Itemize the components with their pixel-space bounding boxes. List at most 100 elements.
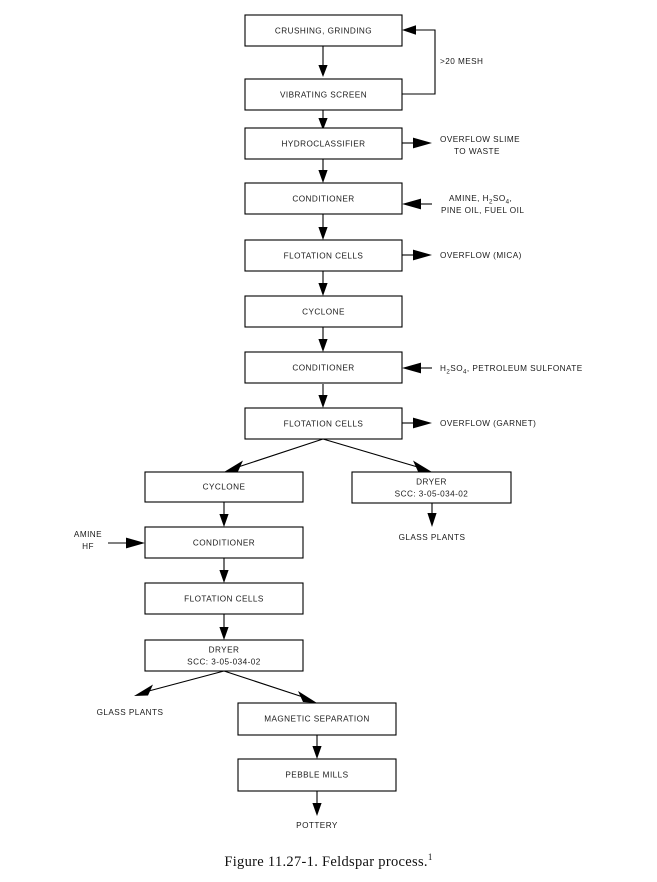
- annotation-amine-label: AMINE: [74, 530, 102, 539]
- arrowhead-pebble-to-pottery: [312, 803, 322, 816]
- arrowhead-amine-hf-to-conditioner3: [126, 537, 145, 549]
- reagents1-line2: PINE OIL, FUEL OIL: [441, 206, 524, 215]
- reagents1-post: ,: [510, 194, 513, 203]
- node-dryer-right-scc: SCC: 3-05-034-02: [395, 490, 469, 499]
- figure-caption-footnote: 1: [427, 852, 433, 862]
- figure-caption-text: Figure 11.27-1. Feldspar process.: [224, 853, 428, 870]
- node-cyclone-2[interactable]: CYCLONE: [144, 471, 304, 503]
- reagents2-mid: SO: [450, 364, 463, 373]
- svg-text:H2SO4, PETROLEUM SULFONATE: H2SO4, PETROLEUM SULFONATE: [440, 364, 583, 375]
- reagents2-post: , PETROLEUM SULFONATE: [467, 364, 583, 373]
- arrowhead-dryer-right-glass-plants: [427, 513, 437, 527]
- node-dryer-bottom[interactable]: DRYER SCC: 3-05-034-02: [144, 639, 304, 672]
- node-crushing-grinding-rect: [244, 14, 403, 47]
- arrowhead-flotation2-to-dryer-right: [413, 460, 432, 472]
- node-hydroclassifier-rect: [244, 127, 403, 160]
- annotation-overflow-mica-label: OVERFLOW (MICA): [440, 251, 522, 260]
- arrowhead-conditioner2-to-flotation2: [318, 395, 328, 408]
- edge-vibrating-feedback-to-crushing: [402, 29, 436, 95]
- node-vibrating-screen[interactable]: VIBRATING SCREEN: [244, 78, 403, 111]
- reagents2-sub1: 2: [446, 368, 450, 375]
- arrowhead-feedback-to-crushing: [402, 25, 416, 35]
- arrowhead-hydro-to-conditioner1: [318, 170, 328, 183]
- reagents2-pre: H: [440, 364, 446, 373]
- node-flotation-cells-3-label: FLOTATION CELLS: [184, 595, 264, 604]
- edge-flotation2-to-cyclone2: [234, 438, 324, 469]
- node-pebble-mills-label: PEBBLE MILLS: [285, 771, 348, 780]
- arrowhead-flotation1-to-cyclone1: [318, 283, 328, 296]
- reagents1-sub2: 4: [506, 198, 510, 205]
- arrowhead-magnetic-to-pebble: [312, 746, 322, 759]
- arrowhead-flotation2-to-cyclone2: [224, 460, 243, 472]
- node-cyclone-2-label: CYCLONE: [203, 483, 246, 492]
- figure-caption: Figure 11.27-1. Feldspar process.1: [0, 852, 657, 871]
- arrowhead-reagents2-to-conditioner2: [402, 362, 421, 374]
- annotation-overflow-slime-line1: OVERFLOW SLIME: [440, 135, 520, 144]
- node-pebble-mills-rect: [237, 758, 397, 792]
- arrowhead-conditioner3-to-flotation3: [219, 570, 229, 583]
- node-vibrating-screen-label: VIBRATING SCREEN: [280, 91, 367, 100]
- arrowhead-cyclone1-to-conditioner2: [318, 339, 328, 352]
- annotation-pottery-label: POTTERY: [296, 821, 338, 830]
- edge-dryer-bottom-to-glass-plants: [144, 670, 225, 693]
- node-flotation-cells-1-rect: [244, 239, 403, 272]
- arrowhead-flotation1-overflow-mica: [413, 249, 432, 261]
- reagents2-sub2: 4: [463, 368, 467, 375]
- arrowhead-flotation3-to-dryer-bottom: [219, 627, 229, 640]
- node-magnetic-separation-label: MAGNETIC SEPARATION: [264, 715, 370, 724]
- node-magnetic-separation[interactable]: MAGNETIC SEPARATION: [237, 702, 397, 736]
- arrowhead-cyclone2-to-conditioner3: [219, 514, 229, 527]
- annotation-overflow-garnet-label: OVERFLOW (GARNET): [440, 419, 536, 428]
- reagents1-sub1: 2: [489, 198, 493, 205]
- node-cyclone-1-rect: [244, 295, 403, 328]
- node-cyclone-1-label: CYCLONE: [302, 308, 345, 317]
- node-pebble-mills[interactable]: PEBBLE MILLS: [237, 758, 397, 792]
- node-flotation-cells-1-label: FLOTATION CELLS: [284, 252, 364, 261]
- svg-text:AMINE, H2SO4,: AMINE, H2SO4,: [449, 194, 512, 205]
- arrowhead-dryer-bottom-magnetic: [298, 691, 317, 703]
- node-crushing-grinding-label: CRUSHING, GRINDING: [275, 27, 372, 36]
- node-hydroclassifier[interactable]: HYDROCLASSIFIER: [244, 127, 403, 160]
- node-conditioner-3-label: CONDITIONER: [193, 539, 255, 548]
- annotation-mesh-label: >20 MESH: [440, 57, 483, 66]
- annotation-glass-plants-right: GLASS PLANTS: [399, 533, 466, 542]
- arrowhead-dryer-bottom-glass-plants: [134, 684, 153, 696]
- node-dryer-right-rect: [351, 471, 512, 504]
- arrowhead-flotation2-overflow-garnet: [413, 417, 432, 429]
- annotation-reagents-amine-h2so4: AMINE, H2SO4, PINE OIL, FUEL OIL: [441, 194, 524, 215]
- node-dryer-right[interactable]: DRYER SCC: 3-05-034-02: [351, 471, 512, 504]
- node-flotation-cells-2-rect: [244, 407, 403, 440]
- node-conditioner-2[interactable]: CONDITIONER: [244, 351, 403, 384]
- node-conditioner-3[interactable]: CONDITIONER: [144, 526, 304, 559]
- node-cyclone-2-rect: [144, 471, 304, 503]
- arrowhead-reagents1-to-conditioner1: [402, 198, 421, 210]
- edge-dryer-bottom-to-magnetic: [223, 670, 307, 699]
- node-conditioner-1[interactable]: CONDITIONER: [244, 182, 403, 215]
- node-hydroclassifier-label: HYDROCLASSIFIER: [281, 140, 365, 149]
- node-flotation-cells-1[interactable]: FLOTATION CELLS: [244, 239, 403, 272]
- reagents1-mid: SO: [493, 194, 506, 203]
- arrowhead-vibrating-to-hydroclassifier: [318, 118, 328, 130]
- node-flotation-cells-3[interactable]: FLOTATION CELLS: [144, 582, 304, 615]
- annotation-reagents-petroleum-sulfonate: H2SO4, PETROLEUM SULFONATE: [440, 364, 583, 375]
- node-magnetic-separation-rect: [237, 702, 397, 736]
- reagents1-pre: AMINE, H: [449, 194, 489, 203]
- node-flotation-cells-3-rect: [144, 582, 304, 615]
- node-vibrating-screen-rect: [244, 78, 403, 111]
- edge-flotation2-to-dryer-right: [322, 438, 422, 469]
- node-conditioner-2-rect: [244, 351, 403, 384]
- node-flotation-cells-2-label: FLOTATION CELLS: [284, 420, 364, 429]
- node-conditioner-3-rect: [144, 526, 304, 559]
- node-conditioner-1-label: CONDITIONER: [292, 195, 354, 204]
- node-cyclone-1[interactable]: CYCLONE: [244, 295, 403, 328]
- node-crushing-grinding[interactable]: CRUSHING, GRINDING: [244, 14, 403, 47]
- arrowhead-conditioner1-to-flotation1: [318, 227, 328, 240]
- annotation-hf-label: HF: [82, 542, 94, 551]
- node-dryer-bottom-scc: SCC: 3-05-034-02: [187, 658, 261, 667]
- flow-connectors: [108, 25, 437, 816]
- node-conditioner-1-rect: [244, 182, 403, 215]
- arrowhead-crushing-to-vibrating: [318, 65, 328, 77]
- node-dryer-bottom-label: DRYER: [209, 646, 240, 655]
- node-flotation-cells-2[interactable]: FLOTATION CELLS: [244, 407, 403, 440]
